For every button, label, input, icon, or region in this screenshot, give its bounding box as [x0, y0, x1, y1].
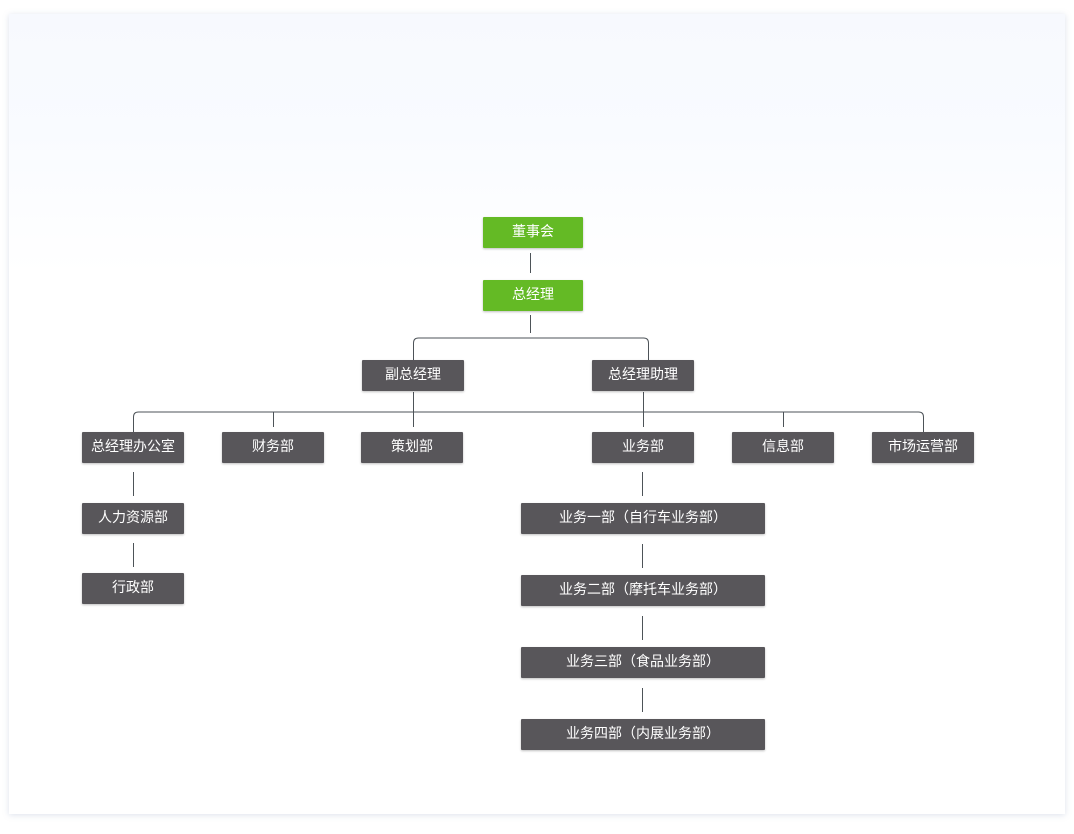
node-administration: 行政部 — [82, 573, 184, 604]
node-board: 董事会 — [483, 217, 583, 248]
node-general-manager: 总经理 — [483, 280, 583, 311]
node-business: 业务部 — [592, 432, 694, 463]
node-business-division-1: 业务一部（自行车业务部） — [521, 503, 765, 534]
node-gm-office: 总经理办公室 — [82, 432, 184, 463]
node-business-division-2: 业务二部（摩托车业务部） — [521, 575, 765, 606]
node-planning: 策划部 — [361, 432, 463, 463]
chart-panel — [9, 14, 1065, 814]
node-business-division-3: 业务三部（食品业务部） — [521, 647, 765, 678]
node-business-division-4: 业务四部（内展业务部） — [521, 719, 765, 750]
node-general-manager-assistant: 总经理助理 — [592, 360, 694, 391]
connector-department-bar — [133, 411, 924, 432]
connector-gm-branch — [413, 337, 649, 360]
node-human-resources: 人力资源部 — [82, 503, 184, 534]
node-information: 信息部 — [732, 432, 834, 463]
node-finance: 财务部 — [222, 432, 324, 463]
node-marketing: 市场运营部 — [872, 432, 974, 463]
node-deputy-general-manager: 副总经理 — [362, 360, 464, 391]
